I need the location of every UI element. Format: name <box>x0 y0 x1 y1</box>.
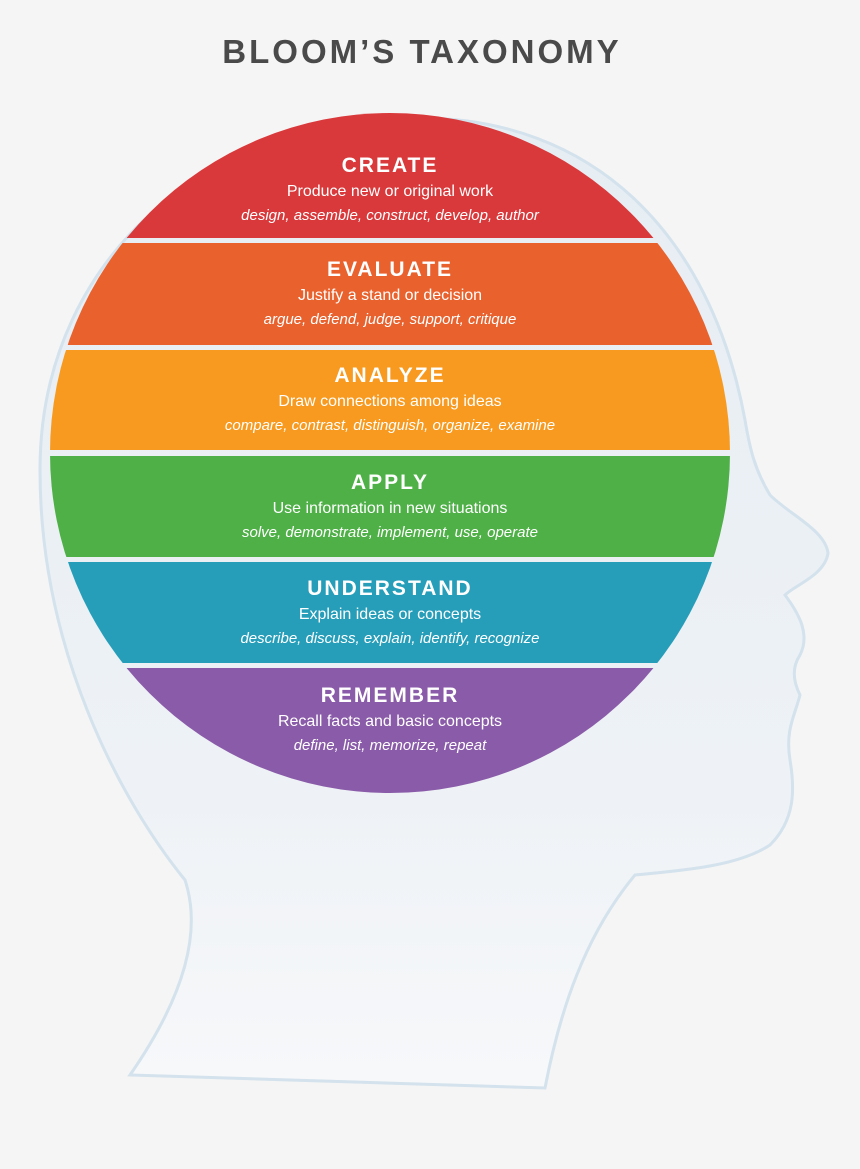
level-create: CREATE Produce new or original work desi… <box>241 154 540 224</box>
level-name-remember: REMEMBER <box>321 684 460 707</box>
level-apply: APPLY Use information in new situations … <box>242 471 538 541</box>
level-name-create: CREATE <box>342 154 439 177</box>
band-evaluate <box>50 243 730 345</box>
band-understand <box>50 562 730 663</box>
level-name-apply: APPLY <box>351 471 429 494</box>
level-verbs-remember: define, list, memorize, repeat <box>294 737 487 754</box>
level-name-evaluate: EVALUATE <box>327 258 453 281</box>
diagram-title: BLOOM’S TAXONOMY <box>222 33 621 70</box>
band-analyze <box>50 350 730 450</box>
level-verbs-apply: solve, demonstrate, implement, use, oper… <box>242 524 538 541</box>
level-understand: UNDERSTAND Explain ideas or concepts des… <box>240 577 539 647</box>
level-description-understand: Explain ideas or concepts <box>299 606 481 623</box>
level-description-evaluate: Justify a stand or decision <box>298 287 482 304</box>
level-name-analyze: ANALYZE <box>334 364 445 387</box>
level-evaluate: EVALUATE Justify a stand or decision arg… <box>264 258 517 328</box>
level-name-understand: UNDERSTAND <box>307 577 472 600</box>
band-apply <box>50 456 730 557</box>
level-verbs-understand: describe, discuss, explain, identify, re… <box>240 630 539 647</box>
level-verbs-create: design, assemble, construct, develop, au… <box>241 207 540 224</box>
level-description-create: Produce new or original work <box>287 183 494 200</box>
level-verbs-evaluate: argue, defend, judge, support, critique <box>264 311 517 328</box>
level-analyze: ANALYZE Draw connections among ideas com… <box>225 364 555 434</box>
level-description-remember: Recall facts and basic concepts <box>278 713 502 730</box>
level-verbs-analyze: compare, contrast, distinguish, organize… <box>225 417 555 434</box>
level-remember: REMEMBER Recall facts and basic concepts… <box>278 684 502 754</box>
level-description-apply: Use information in new situations <box>273 500 508 517</box>
level-description-analyze: Draw connections among ideas <box>278 393 501 410</box>
